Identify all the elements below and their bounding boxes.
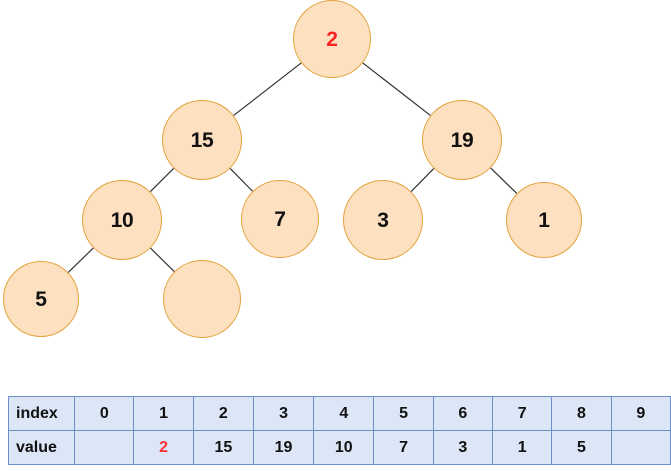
tree-node-7: 7 [241,180,319,258]
table-cell-index-9: 9 [610,396,671,431]
tree-node-empty [163,260,241,338]
tree-node-5: 5 [3,261,79,337]
tree-node-label: 10 [110,208,134,232]
table-cell-value-8: 5 [551,430,612,465]
table-cell-value-3: 19 [252,430,315,465]
tree-node-3: 3 [343,180,423,260]
table-cell-index-8: 8 [551,396,612,431]
tree-node-2: 2 [293,0,371,78]
tree-node-10: 10 [82,180,162,260]
tree-edge [149,167,175,193]
table-cell-value-5: 7 [373,430,434,465]
table-row-header-value: value [7,430,76,465]
table-cell-index-4: 4 [313,396,375,431]
table-cell-index-6: 6 [432,396,494,431]
tree-edges-layer [67,62,518,273]
tree-node-label: 19 [450,128,474,152]
table-cell-index-5: 5 [373,396,434,431]
table-row-header-index: index [7,396,76,431]
tree-node-label: 7 [274,207,286,231]
table-cell-index-1: 1 [133,396,194,431]
tree-edge [362,62,431,116]
table-cell-value-4: 10 [313,430,375,465]
tree-node-label: 5 [35,287,47,311]
tree-edge [229,168,254,192]
table-cell-value-9 [610,430,671,465]
table-cell-value-2: 15 [192,430,254,465]
tree-edge [150,247,175,273]
table-cell-index-2: 2 [192,396,254,431]
tree-edge [67,247,94,273]
tree-node-label: 1 [538,208,550,232]
table-cell-value-0 [74,430,135,465]
tree-edge [233,62,302,116]
tree-edge [490,167,518,194]
tree-node-19: 19 [422,100,502,180]
tree-node-label: 3 [377,208,389,232]
table-cell-value-6: 3 [432,430,494,465]
table-cell-value-7: 1 [492,430,553,465]
tree-node-15: 15 [162,100,242,180]
table-cell-index-7: 7 [492,396,553,431]
tree-node-label: 15 [190,128,214,152]
tree-node-1: 1 [506,182,582,258]
table-cell-index-3: 3 [252,396,315,431]
table-cell-value-1: 2 [133,430,194,465]
tree-node-label: 2 [326,27,338,51]
table-cell-index-0: 0 [74,396,135,431]
tree-edge [410,168,435,192]
